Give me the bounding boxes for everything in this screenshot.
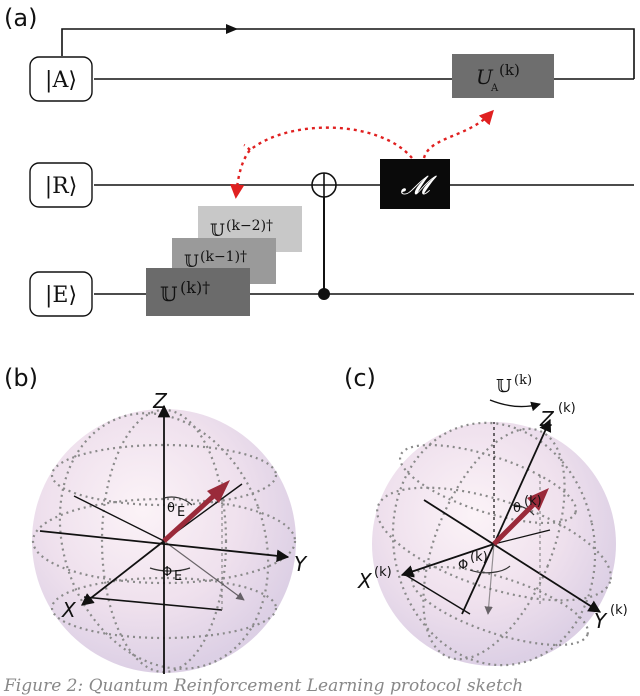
figure-caption: Figure 2: Quantum Reinforcement Learning… bbox=[3, 676, 523, 696]
red-arrow-to-ua bbox=[422, 109, 494, 159]
theta-b-sub: E bbox=[177, 505, 185, 520]
axis-y-c-sup: (k) bbox=[610, 603, 628, 618]
ket-e: |E⟩ bbox=[45, 283, 77, 308]
gate-measure bbox=[380, 159, 450, 209]
ket-box-e bbox=[29, 271, 93, 317]
phi-b: Φ bbox=[162, 565, 172, 580]
gate-u-k-sup: (k)† bbox=[180, 278, 210, 297]
axis-z-b: Z bbox=[152, 389, 168, 413]
phi-b-sub: E bbox=[174, 569, 182, 584]
gate-ua bbox=[452, 54, 554, 98]
ket-box-r bbox=[29, 162, 93, 208]
gate-u-k1-label: 𝕌 bbox=[184, 252, 199, 272]
theta-c: θ bbox=[513, 501, 521, 516]
feedback-arrowhead bbox=[226, 24, 238, 34]
axis-y-c: Y bbox=[594, 609, 608, 633]
axis-x-c-sup: (k) bbox=[374, 565, 392, 580]
axis-z-c: Z bbox=[539, 407, 555, 431]
gate-u-k1-sup: (k−1)† bbox=[200, 249, 247, 265]
gate-u-k2-sup: (k−2)† bbox=[226, 218, 273, 234]
axis-y-b: Y bbox=[294, 552, 308, 576]
gate-u-k bbox=[146, 268, 250, 316]
ket-a: |A⟩ bbox=[45, 68, 77, 93]
gate-ua-label: U bbox=[476, 65, 494, 89]
red-arrow-tail bbox=[243, 143, 251, 151]
panel-label-b: (b) bbox=[4, 364, 38, 392]
rotation-label: 𝕌 bbox=[496, 376, 512, 397]
cnot-control bbox=[318, 288, 330, 300]
gate-u-k-label: 𝕌 bbox=[160, 282, 177, 306]
phi-c-sup: (k) bbox=[470, 550, 488, 565]
axis-x-c: X bbox=[357, 569, 373, 593]
ket-r: |R⟩ bbox=[45, 174, 78, 199]
gate-ua-sub: A bbox=[490, 83, 499, 94]
bloch-sphere-b bbox=[31, 404, 297, 674]
bloch-sphere-c bbox=[372, 418, 616, 667]
panel-label-c: (c) bbox=[344, 364, 376, 392]
theta-b: θ bbox=[167, 501, 175, 516]
axis-x-b: X bbox=[61, 598, 77, 622]
panel-label-a: (a) bbox=[4, 4, 37, 32]
feedback-loop bbox=[61, 28, 635, 79]
gate-ua-sup: (k) bbox=[499, 61, 520, 79]
gate-u-k2-label: 𝕌 bbox=[210, 221, 225, 241]
theta-c-sup: (k) bbox=[524, 494, 542, 509]
phi-c: Φ bbox=[458, 558, 468, 573]
rotation-arrow bbox=[489, 399, 541, 412]
ket-box-a bbox=[29, 56, 93, 102]
rotation-label-sup: (k) bbox=[514, 373, 532, 388]
axis-z-c-sup: (k) bbox=[558, 401, 576, 416]
